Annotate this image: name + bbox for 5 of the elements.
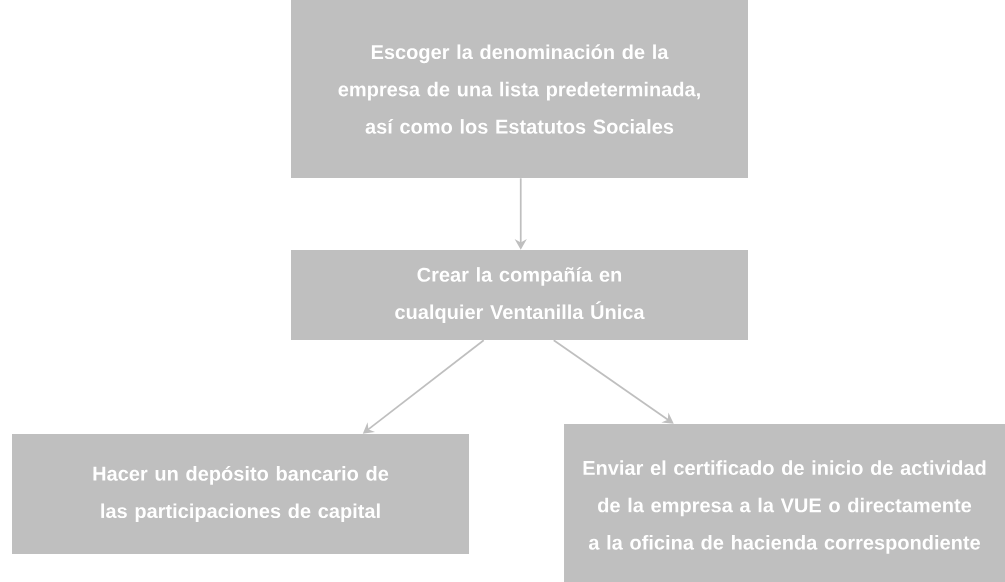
process-box: Enviar el certificado de inicio de actividad de la empresa a la VUE o directamente a la oficina de hacienda correspondiente: [564, 424, 1005, 582]
process-box: Escoger la denominación de la empresa de una lista predeterminada, así como los Estatutos Sociales: [291, 0, 748, 178]
process-box: Crear la compañía en cualquier Ventanilla Única: [291, 250, 748, 340]
process-box: Hacer un depósito bancario de las participaciones de capital: [12, 434, 469, 554]
arrow: [552, 339, 674, 424]
